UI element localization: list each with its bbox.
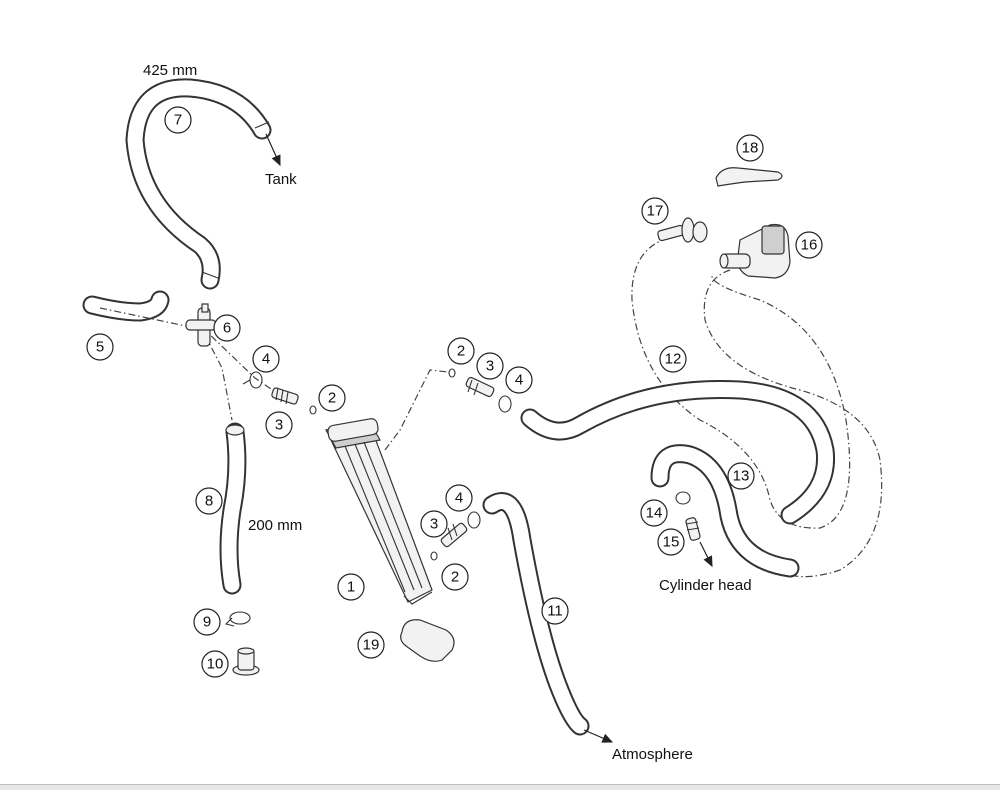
bottom-scroll-border xyxy=(0,784,1000,790)
hose-7-end-band xyxy=(201,271,219,279)
clamp-4-left xyxy=(242,371,263,389)
fitting-3-upper xyxy=(465,376,495,398)
connection-line xyxy=(99,307,291,403)
tank-arrow xyxy=(265,133,281,167)
callout-6: 6 xyxy=(213,314,241,342)
callout-15: 15 xyxy=(657,528,685,556)
tank-label: Tank xyxy=(265,171,297,188)
hose-7-length-label: 425 mm xyxy=(143,62,197,79)
callout-4: 4 xyxy=(505,366,533,394)
connection-line xyxy=(703,269,883,578)
hose-7-end-band xyxy=(254,121,270,129)
atmosphere-label: Atmosphere xyxy=(612,746,693,763)
callout-12: 12 xyxy=(659,345,687,373)
callout-3: 3 xyxy=(420,510,448,538)
svg-text:13: 13 xyxy=(733,468,750,485)
svg-text:3: 3 xyxy=(430,516,438,533)
connection-line xyxy=(204,334,233,421)
purge-valve-16 xyxy=(719,223,791,279)
svg-text:4: 4 xyxy=(515,372,523,389)
callout-1: 1 xyxy=(337,573,365,601)
connection-line xyxy=(384,369,449,451)
svg-text:16: 16 xyxy=(801,237,818,254)
hose-7 xyxy=(125,78,272,290)
atmosphere-arrow xyxy=(583,729,614,743)
callout-7: 7 xyxy=(164,106,192,134)
hose-12 xyxy=(520,379,836,525)
svg-text:2: 2 xyxy=(451,569,459,586)
o-ring-2-upper xyxy=(448,368,456,378)
svg-text:10: 10 xyxy=(207,656,224,673)
hose-8 xyxy=(219,422,247,595)
clamp-9 xyxy=(224,611,251,627)
fitting-17 xyxy=(657,217,708,243)
cap-10 xyxy=(232,647,260,676)
callout-8: 8 xyxy=(195,487,223,515)
callout-16: 16 xyxy=(795,231,823,259)
svg-text:2: 2 xyxy=(457,343,465,360)
callout-14: 14 xyxy=(640,499,668,527)
svg-text:3: 3 xyxy=(486,358,494,375)
clamp-4-lower xyxy=(467,511,481,529)
connection-line xyxy=(631,237,851,529)
tee-fitting-6 xyxy=(185,303,217,347)
callout-19: 19 xyxy=(357,631,385,659)
svg-text:6: 6 xyxy=(223,320,231,337)
svg-text:17: 17 xyxy=(647,203,664,220)
svg-text:4: 4 xyxy=(455,490,463,507)
svg-text:15: 15 xyxy=(663,534,680,551)
fitting-15 xyxy=(685,517,701,541)
cylinder-head-label: Cylinder head xyxy=(659,577,752,594)
svg-text:2: 2 xyxy=(328,390,336,407)
o-ring-2-lower xyxy=(430,551,438,561)
callout-4: 4 xyxy=(445,484,473,512)
svg-text:4: 4 xyxy=(262,351,270,368)
callout-18: 18 xyxy=(736,134,764,162)
callout-9: 9 xyxy=(193,608,221,636)
svg-text:8: 8 xyxy=(205,493,213,510)
svg-text:1: 1 xyxy=(347,579,355,596)
callout-11: 11 xyxy=(541,597,569,625)
callout-3: 3 xyxy=(265,411,293,439)
svg-text:3: 3 xyxy=(275,417,283,434)
hose-5 xyxy=(82,290,170,322)
callout-2: 2 xyxy=(318,384,346,412)
svg-text:5: 5 xyxy=(96,339,104,356)
callout-10: 10 xyxy=(201,650,229,678)
callout-3: 3 xyxy=(476,352,504,380)
o-ring-2-left xyxy=(309,405,317,415)
bracket-18 xyxy=(715,167,783,187)
fitting-3-lower xyxy=(440,522,468,548)
clamp-4-upper xyxy=(498,395,512,413)
hose-8-length-label: 200 mm xyxy=(248,517,302,534)
callout-2: 2 xyxy=(447,337,475,365)
hose-11 xyxy=(482,492,590,736)
callout-13: 13 xyxy=(727,462,755,490)
svg-text:7: 7 xyxy=(174,112,182,129)
hose-13 xyxy=(650,444,800,578)
fitting-3-left xyxy=(271,387,299,405)
svg-text:14: 14 xyxy=(646,505,663,522)
svg-text:11: 11 xyxy=(547,603,563,620)
callout-2: 2 xyxy=(441,563,469,591)
svg-text:19: 19 xyxy=(363,637,380,654)
charcoal-canister-1 xyxy=(325,418,433,605)
cover-19 xyxy=(400,619,455,662)
callout-4: 4 xyxy=(252,345,280,373)
callout-17: 17 xyxy=(641,197,669,225)
svg-text:18: 18 xyxy=(742,140,759,157)
clamp-14 xyxy=(675,491,691,505)
svg-text:12: 12 xyxy=(665,351,682,368)
cylinder-head-arrow xyxy=(699,541,713,568)
svg-text:9: 9 xyxy=(203,614,211,631)
callout-5: 5 xyxy=(86,333,114,361)
